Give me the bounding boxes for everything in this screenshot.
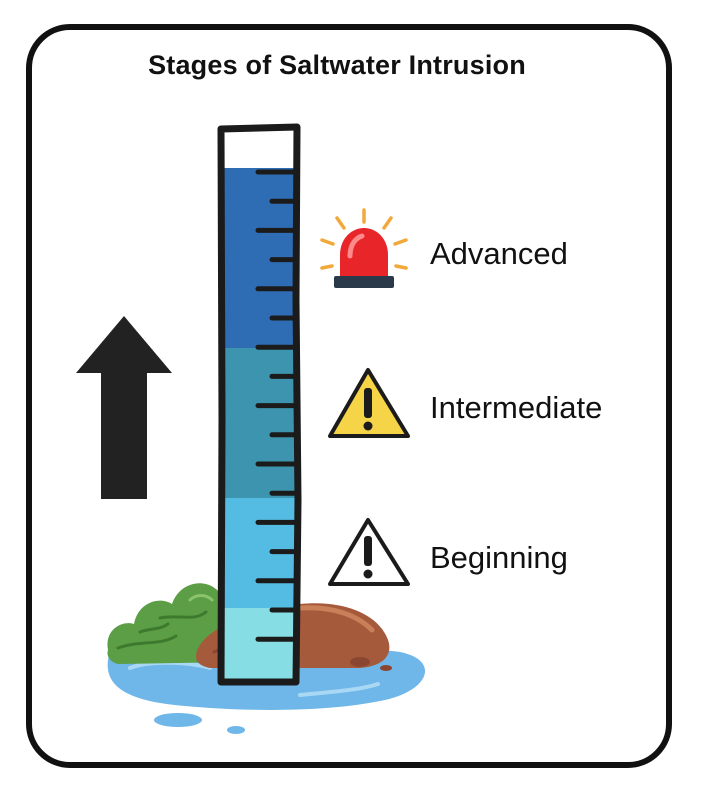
warning-triangle-outline-icon xyxy=(328,518,410,586)
stage-label-intermediate: Intermediate xyxy=(430,390,603,425)
diagram-title: Stages of Saltwater Intrusion xyxy=(148,50,526,80)
stage-label-advanced: Advanced xyxy=(430,236,568,271)
gauge-segment-base xyxy=(221,608,297,682)
gauge-outline xyxy=(217,123,302,686)
stage-label-beginning: Beginning xyxy=(430,540,568,575)
warning-triangle-yellow-icon xyxy=(328,368,410,438)
siren-alarm-icon xyxy=(320,208,408,288)
up-arrow-icon xyxy=(76,316,172,499)
gauge-segment-intermediate xyxy=(221,348,297,498)
water-level-gauge xyxy=(217,123,302,686)
gauge-ticks xyxy=(255,169,297,642)
